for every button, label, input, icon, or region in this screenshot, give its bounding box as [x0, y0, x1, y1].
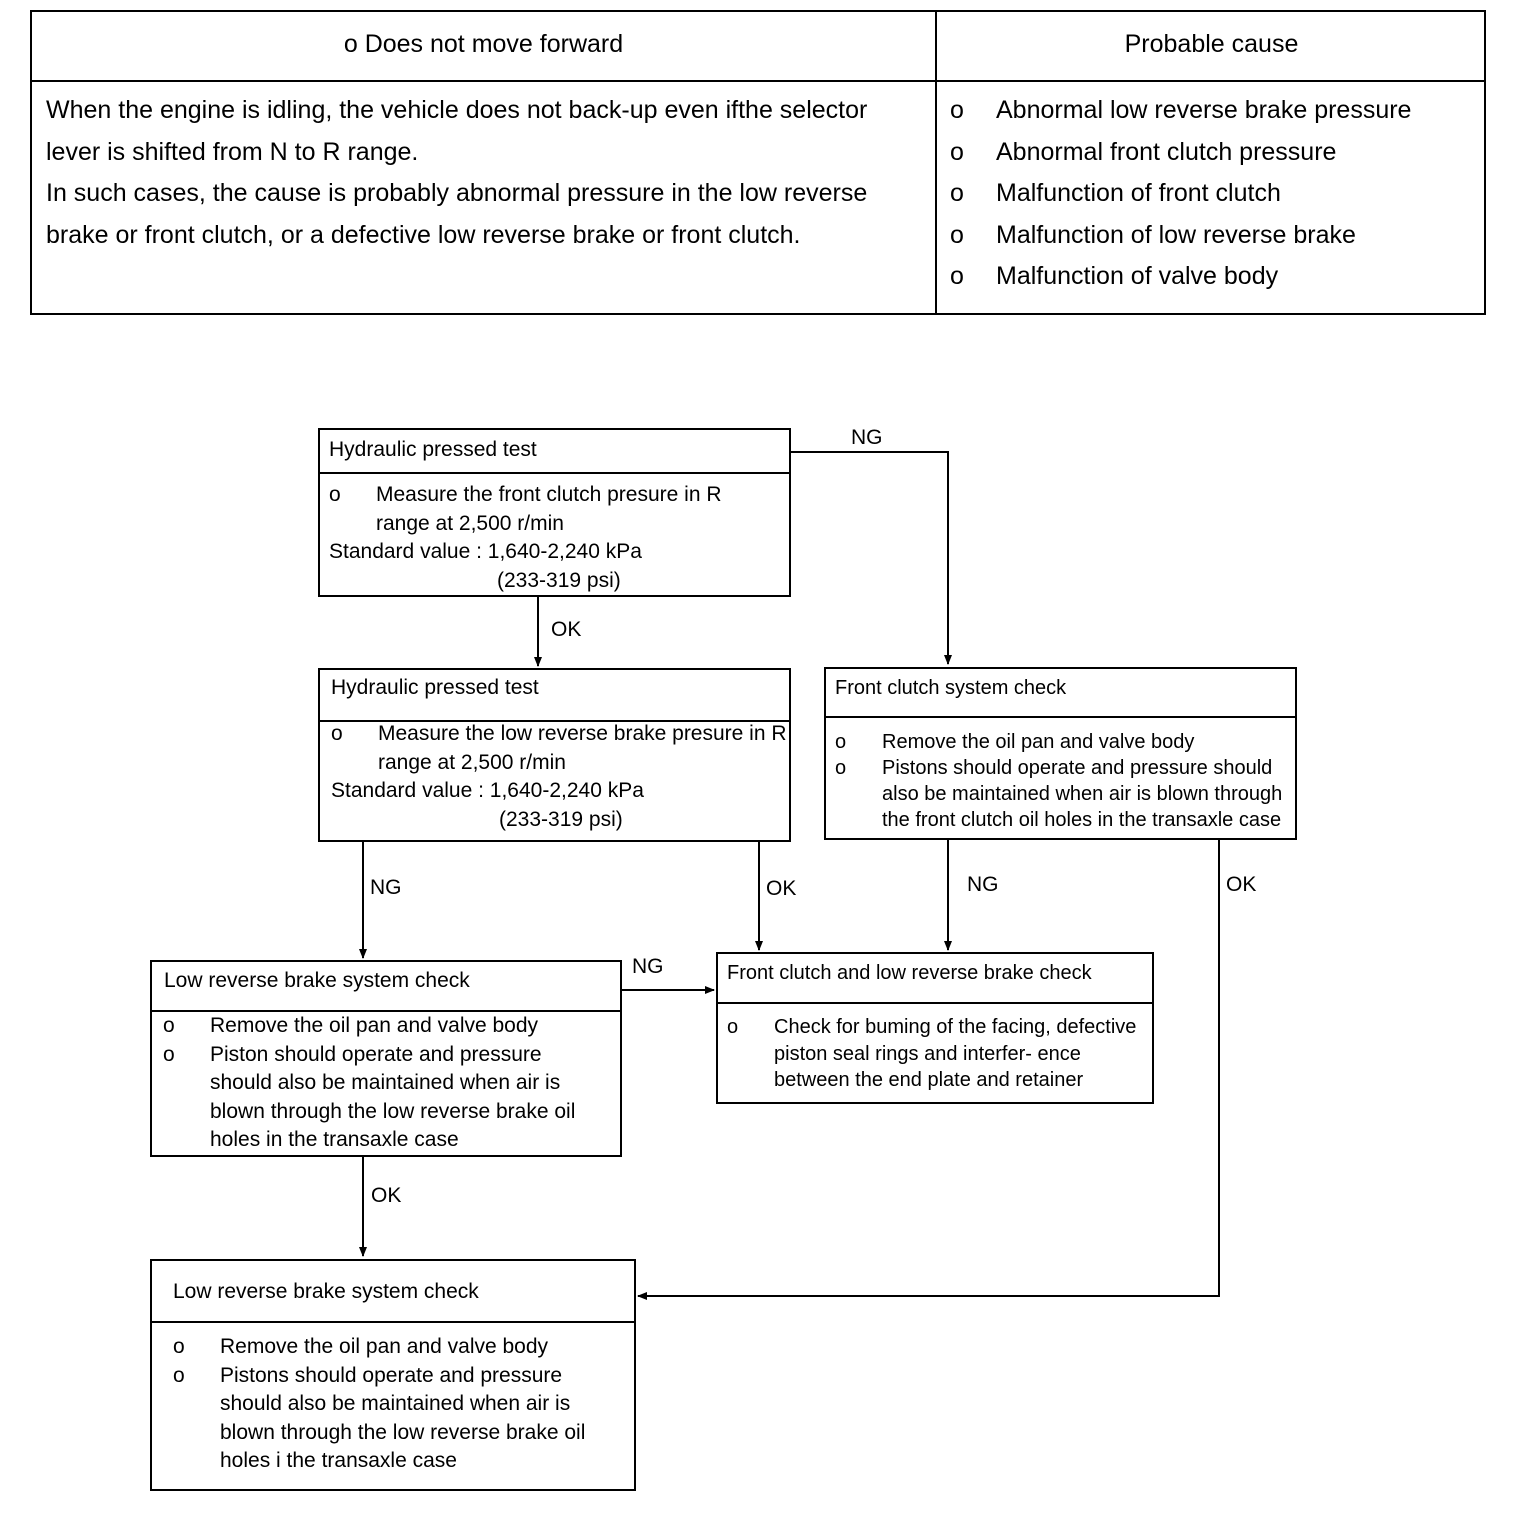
hydraulic-test-front-clutch-box: Hydraulic pressed test o Measure the fron…	[318, 428, 791, 597]
item-text: Remove the oil pan and valve body	[220, 1335, 549, 1358]
item-text: Remove the oil pan and valve body	[210, 1014, 539, 1037]
box-title: Front clutch system check	[826, 669, 1295, 718]
low-reverse-brake-system-check-box-2: Low reverse brake system check o Remove t…	[150, 1259, 636, 1491]
box-body: o Check for buming of the facing, defecti…	[727, 1014, 1148, 1094]
label-ng: NG	[967, 873, 999, 896]
cause-item: o Abnormal front clutch pressure	[950, 132, 1480, 174]
bullet: o	[950, 179, 964, 207]
header-divider	[32, 80, 1484, 82]
bullet: o	[163, 1014, 175, 1037]
box-item: o Measure the front clutch presure in R r…	[329, 481, 785, 538]
box-item: o Remove the oil pan and valve body	[835, 729, 1291, 755]
label-ok: OK	[551, 618, 582, 641]
description-line: In such cases, the cause is probably abn…	[46, 179, 868, 207]
bullet: o	[950, 220, 964, 249]
front-clutch-system-check-box: Front clutch system check o Remove the oi…	[824, 667, 1297, 840]
bullet: o	[173, 1335, 185, 1358]
box-item: o Measure the low reverse brake presure i…	[331, 720, 789, 777]
symptom-header: o Does not move forward	[343, 30, 624, 58]
cause-header: Probable cause	[1124, 30, 1299, 58]
standard-value: Standard value : 1,640-2,240 kPa	[329, 540, 642, 563]
box-title: Hydraulic pressed test	[320, 670, 789, 722]
label-ng: NG	[632, 955, 664, 978]
label-ok: OK	[371, 1184, 402, 1207]
item-text: Piston should operate and pressure shoul…	[210, 1042, 576, 1152]
item-text: Measure the front clutch presure in R ra…	[376, 483, 722, 535]
cause-text: Abnormal front clutch pressure	[996, 137, 1337, 166]
description-line: When the engine is idling, the vehicle d…	[46, 96, 868, 124]
bullet: o	[173, 1363, 185, 1387]
box-item: o Check for buming of the facing, defecti…	[727, 1014, 1148, 1094]
item-text: Measure the low reverse brake presure in…	[378, 722, 787, 774]
standard-value-psi: (233-319 psi)	[499, 807, 623, 831]
bullet: o	[950, 262, 964, 290]
box-title: Hydraulic pressed test	[320, 430, 789, 474]
label-ok: OK	[1226, 873, 1257, 896]
bullet: o	[835, 731, 847, 753]
bullet: o	[950, 96, 964, 124]
cause-item: o Malfunction of front clutch	[950, 173, 1480, 215]
low-reverse-brake-system-check-box: Low reverse brake system check o Remove t…	[150, 960, 622, 1157]
front-clutch-low-reverse-check-box: Front clutch and low reverse brake check…	[716, 952, 1154, 1104]
item-text: Check for buming of the facing, defectiv…	[774, 1016, 1137, 1091]
arrow-b1-ng	[790, 451, 952, 665]
cause-item: o Abnormal low reverse brake pressure	[950, 90, 1480, 132]
cause-item: o Malfunction of low reverse brake	[950, 215, 1480, 257]
arrow-b3-ok	[637, 840, 1220, 1300]
bullet: o	[727, 1016, 739, 1038]
standard-value: Standard value : 1,640-2,240 kPa	[331, 779, 644, 802]
bullet: o	[835, 757, 847, 779]
box-title: Low reverse brake system check	[152, 1261, 634, 1323]
item-text: Pistons should operate and pressure shou…	[882, 757, 1283, 831]
box-item: o Pistons should operate and pressure sho…	[173, 1362, 630, 1476]
bullet: o	[163, 1042, 175, 1066]
symptom-table: o Does not move forward Probable cause W…	[30, 10, 1486, 315]
label-ok: OK	[766, 877, 797, 900]
label-ng: NG	[370, 876, 402, 899]
box-item: o Pistons should operate and pressure sho…	[835, 755, 1291, 833]
label-ng: NG	[851, 426, 883, 449]
item-text: Remove the oil pan and valve body	[882, 731, 1195, 753]
box-item: o Remove the oil pan and valve body	[173, 1333, 630, 1362]
bullet: o	[331, 722, 343, 745]
standard-value-psi: (233-319 psi)	[497, 568, 621, 592]
cause-text: Malfunction of front clutch	[996, 179, 1281, 207]
column-divider	[935, 12, 937, 313]
description-line: brake or front clutch, or a defective lo…	[46, 220, 801, 249]
item-text: Pistons should operate and pressure shou…	[220, 1363, 586, 1473]
cause-item: o Malfunction of valve body	[950, 256, 1480, 298]
box-item: o Remove the oil pan and valve body	[163, 1012, 616, 1041]
hydraulic-test-low-reverse-box: Hydraulic pressed test o Measure the low …	[318, 668, 791, 842]
box-title: Front clutch and low reverse brake check	[718, 954, 1152, 1004]
box-item: o Piston should operate and pressure shou…	[163, 1041, 616, 1155]
bullet: o	[950, 137, 964, 166]
box-title: Low reverse brake system check	[152, 962, 620, 1012]
box-body: o Measure the low reverse brake presure i…	[331, 720, 789, 834]
symptom-description: When the engine is idling, the vehicle d…	[46, 90, 926, 256]
box-body: o Measure the front clutch presure in R r…	[329, 481, 785, 595]
description-line: lever is shifted from N to R range.	[46, 137, 419, 166]
cause-text: Malfunction of low reverse brake	[996, 220, 1356, 249]
cause-text: Malfunction of valve body	[996, 262, 1279, 290]
cause-text: Abnormal low reverse brake pressure	[996, 96, 1412, 124]
bullet: o	[329, 483, 341, 506]
